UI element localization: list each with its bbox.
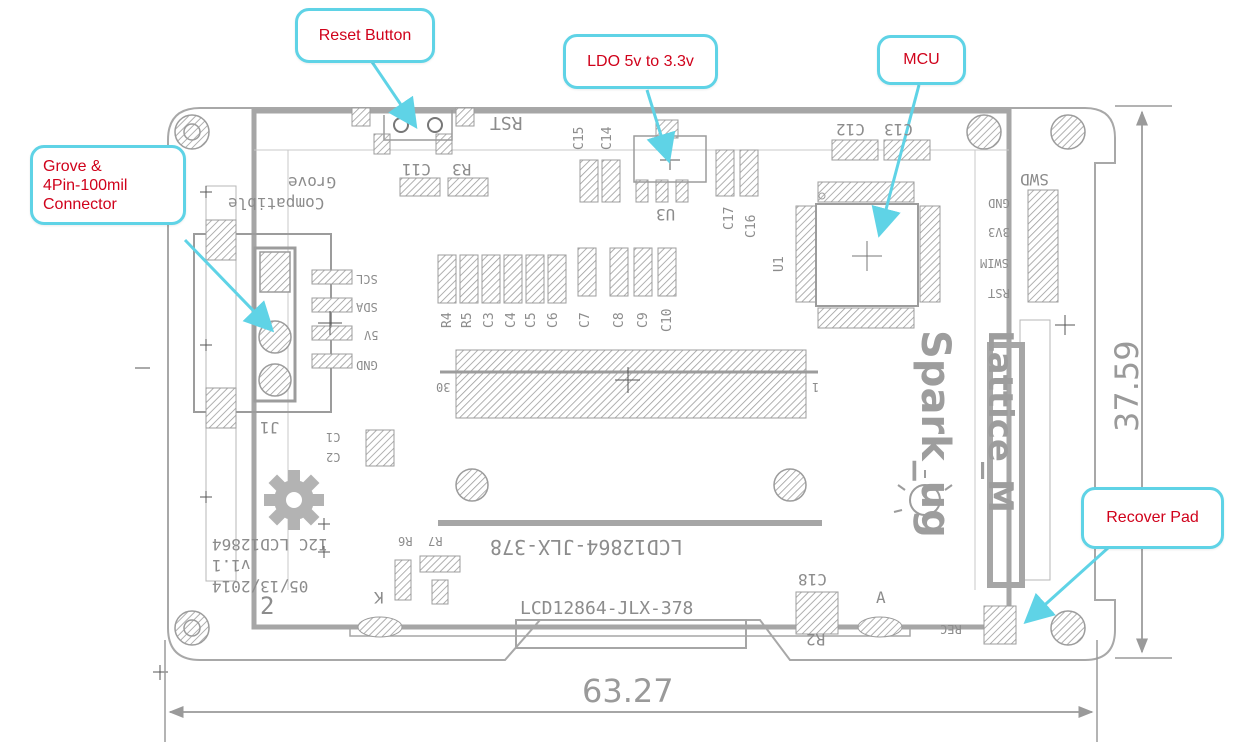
fpc-pins (455, 349, 807, 419)
label-c2: C2 (326, 450, 341, 464)
label-c14: C14 (600, 126, 615, 150)
label-u3: U3 (656, 205, 676, 224)
dimension-height: 37.59 (1108, 340, 1146, 432)
label-r4: R4 (440, 312, 455, 328)
label-brand-lattice: Lattice_M (980, 330, 1020, 513)
label-r5: R5 (460, 312, 475, 328)
mcu-package (795, 181, 941, 329)
label-rec: REC (940, 622, 962, 636)
callout-recover-pad: Recover Pad (1081, 487, 1224, 549)
label-c3: C3 (482, 312, 497, 328)
label-r6: R6 (398, 534, 413, 548)
label-c18: C18 (798, 570, 827, 589)
label-gnd: GND (356, 358, 378, 372)
label-board-name: I2C LCD12864 (212, 535, 328, 554)
label-grove-compatible-1: Grove (288, 173, 337, 192)
label-r2: R2 (806, 630, 826, 649)
callout-grove-connector-text: Grove & 4Pin-100mil Connector (43, 157, 128, 213)
label-c1: C1 (326, 430, 341, 444)
callout-recover-pad-text: Recover Pad (1106, 509, 1199, 526)
label-c15: C15 (572, 126, 587, 150)
label-c4: C4 (504, 312, 519, 328)
label-k: K (374, 588, 384, 607)
label-j1: J1 (260, 418, 280, 437)
label-lcd-model-bottom: LCD12864-JLX-378 (520, 598, 694, 619)
label-grove-compatible-2: Compatible (228, 194, 325, 213)
label-c17: C17 (722, 206, 737, 230)
label-r7: R7 (428, 534, 443, 548)
smd-parts (365, 119, 1017, 645)
label-c7: C7 (578, 312, 593, 328)
label-c12: C12 (836, 120, 865, 139)
callout-grove-connector: Grove & 4Pin-100mil Connector (30, 145, 186, 225)
callout-mcu-text: MCU (903, 51, 940, 68)
label-brand-spark: Spark_ug (912, 330, 958, 538)
mounting-holes (174, 114, 1086, 646)
label-lcd-model-mid: LCD12864-JLX-378 (490, 535, 683, 559)
callout-ldo-text: LDO 5v to 3.3v (587, 52, 694, 70)
label-c10: C10 (660, 308, 675, 332)
label-num2: 2 (260, 592, 275, 620)
label-board-version: v1.1 (212, 556, 251, 575)
dimension-width: 63.27 (582, 672, 674, 710)
label-pin1: 1 (812, 380, 820, 394)
label-c9: C9 (636, 312, 651, 328)
label-swd-rst: RST (988, 286, 1010, 300)
label-c11: C11 (402, 160, 431, 179)
label-u1: U1 (772, 256, 787, 272)
callout-reset-button: Reset Button (295, 8, 435, 63)
label-swd-gnd: GND (988, 196, 1010, 210)
label-c13: C13 (884, 120, 913, 139)
label-sda: SDA (356, 300, 378, 314)
callout-mcu: MCU (877, 35, 966, 85)
label-swd-swim: SWIM (980, 256, 1009, 270)
label-rst: RST (490, 112, 523, 133)
callout-arrows (183, 61, 1110, 625)
label-c16: C16 (744, 214, 759, 238)
dimension-lines (164, 105, 1172, 742)
label-swd: SWD (1020, 170, 1049, 189)
label-scl: SCL (356, 272, 378, 286)
callout-reset-button-text: Reset Button (318, 26, 412, 44)
label-c5: C5 (524, 312, 539, 328)
label-a: A (876, 588, 886, 607)
callout-ldo: LDO 5v to 3.3v (563, 34, 718, 89)
label-pin30: 30 (436, 380, 451, 394)
label-swd-3v3: 3V3 (988, 225, 1010, 239)
board-outline (167, 107, 1116, 661)
label-r3: R3 (452, 160, 472, 179)
label-c6: C6 (546, 312, 561, 328)
label-5v: 5V (364, 328, 379, 342)
label-c8: C8 (612, 312, 627, 328)
bulb-icon (893, 470, 953, 516)
